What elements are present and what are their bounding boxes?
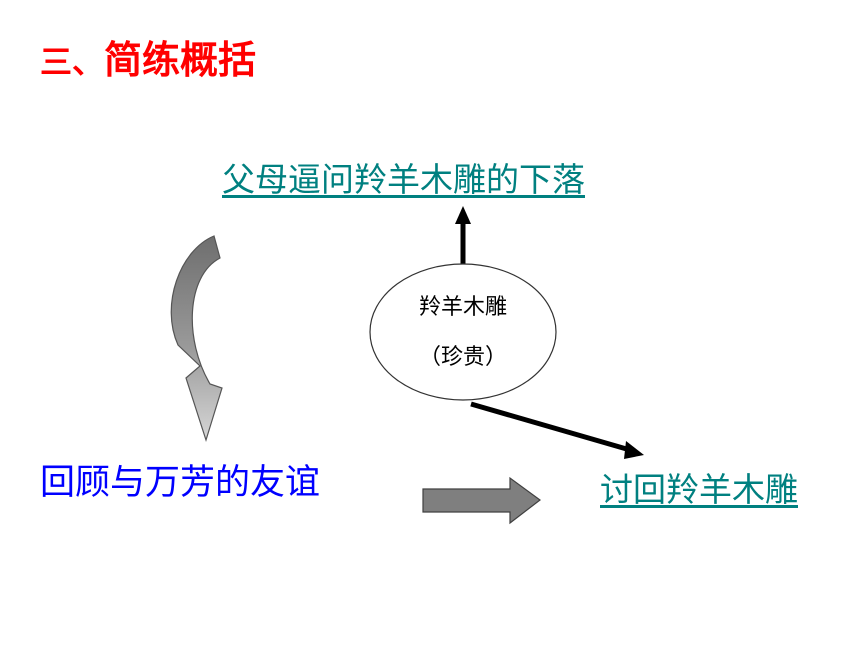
block-right-arrow (422, 476, 542, 525)
left-event-text: 回顾与万芳的友谊 (40, 463, 321, 503)
diagonal-arrow-shaft (470, 401, 631, 453)
section-number: 三、 (40, 43, 105, 81)
up-arrow-head (455, 206, 471, 224)
center-ellipse (369, 263, 557, 401)
curved-down-arrow (170, 235, 223, 442)
right-event-link[interactable]: 讨回羚羊木雕 (600, 470, 798, 509)
section-title: 三、简练概括 (40, 38, 256, 84)
section-title-text: 简练概括 (104, 38, 257, 82)
center-label-line2: （珍贵） (418, 345, 507, 370)
diagonal-arrow-head (624, 441, 644, 459)
center-label-line1: 羚羊木雕 (418, 295, 507, 320)
top-event-link[interactable]: 父母逼问羚羊木雕的下落 (222, 160, 585, 199)
